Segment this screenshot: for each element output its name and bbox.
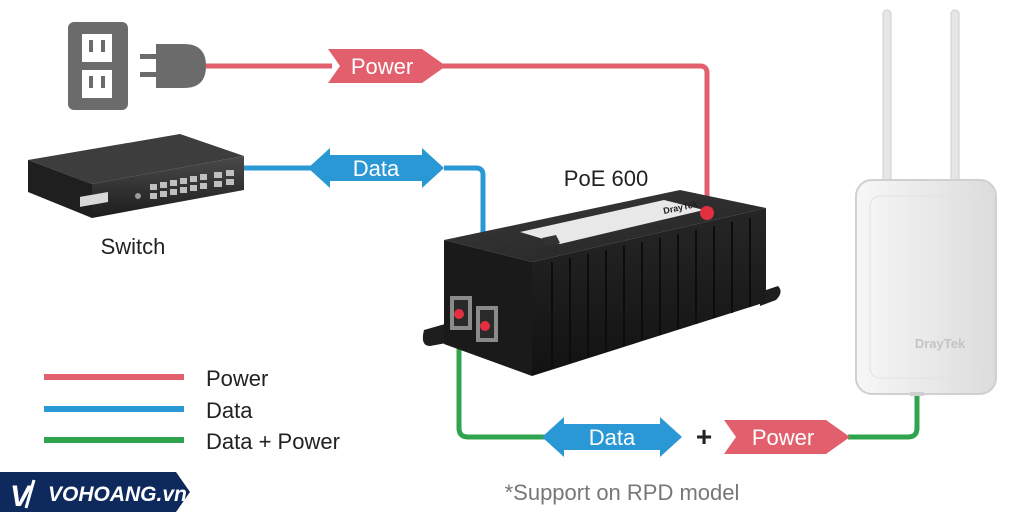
plus-sign: + [696,421,712,452]
ap-brand-mark: DrayTek [915,336,966,351]
poe-injector-label: PoE 600 [564,166,648,191]
poe-injector-icon: DrayTek [422,190,781,376]
switch-label: Switch [101,234,166,259]
data-label-bottom: Data [589,425,636,450]
data-power-line [456,318,920,440]
brand-watermark: V VOHOANG.vn [0,472,190,512]
legend: Power Data Data + Power [44,366,340,454]
legend-label-data-power: Data + Power [206,429,340,454]
power-arrow-top: Power [328,49,446,83]
power-plug-icon [140,44,206,88]
power-label-top: Power [351,54,413,79]
power-line [206,63,710,210]
power-label-bottom: Power [752,425,814,450]
wall-outlet-icon [68,22,128,110]
access-point-icon: DrayTek [855,9,997,396]
legend-label-data: Data [206,398,253,423]
data-arrow-bottom: Data [542,417,682,457]
brand-name: VOHOANG.vn [48,483,187,506]
footnote: *Support on RPD model [505,480,740,505]
network-switch-icon [28,134,244,218]
power-arrow-bottom: Power [724,420,850,454]
data-label-top: Data [353,156,400,181]
legend-label-power: Power [206,366,268,391]
data-line [244,165,486,325]
data-arrow-top: Data [308,148,444,188]
